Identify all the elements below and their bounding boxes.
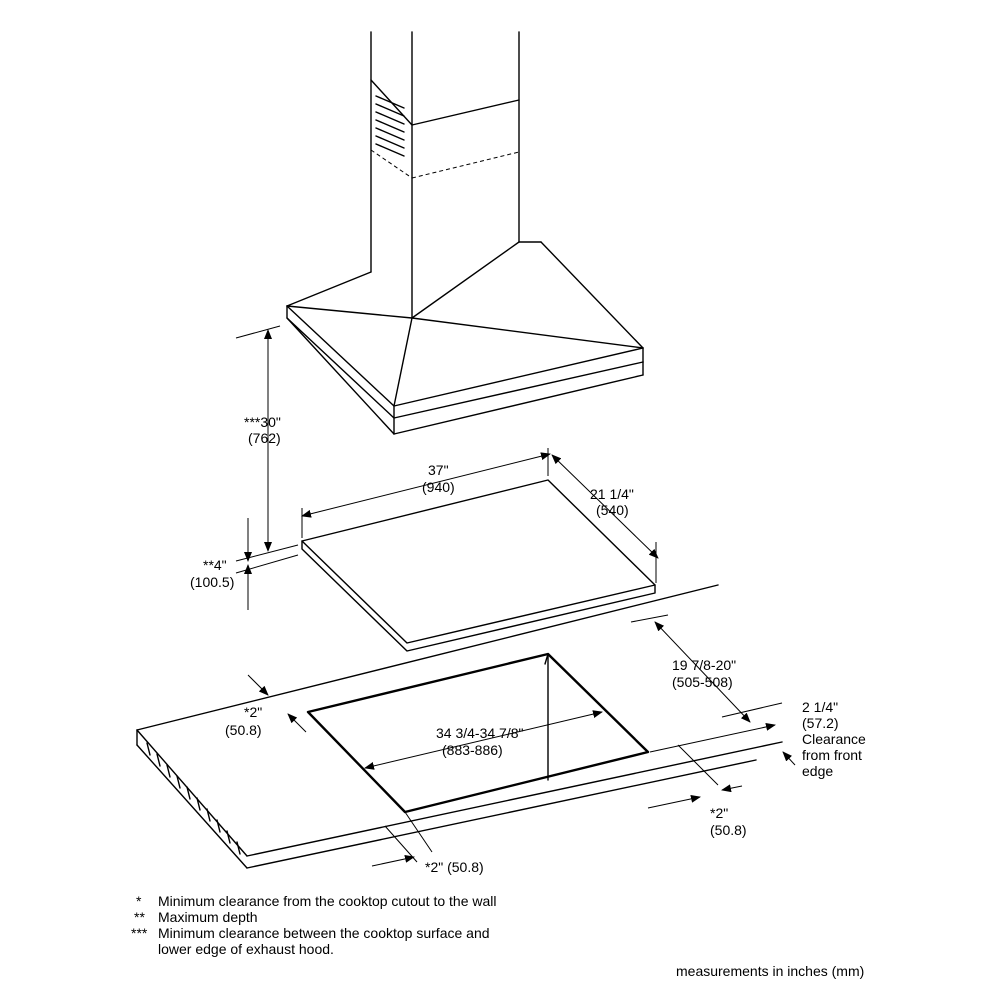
max-depth-metric: (100.5)	[190, 574, 234, 590]
front-edge-text-3: edge	[802, 763, 833, 779]
exhaust-hood	[286, 31, 644, 435]
cooktop-depth-label: 21 1/4"	[590, 486, 634, 502]
right-clearance-metric: (50.8)	[710, 822, 747, 838]
note-1-text: Minimum clearance from the cooktop cutou…	[158, 893, 497, 909]
note-2-mark: **	[134, 909, 145, 925]
countertop	[136, 584, 783, 869]
left-clearance-label: *2"	[244, 704, 262, 720]
right-clearance-label: *2"	[710, 805, 728, 821]
cooktop-width-label: 37"	[428, 462, 449, 478]
max-depth-label: **4"	[203, 557, 227, 573]
footnotes: * Minimum clearance from the cooktop cut…	[131, 893, 497, 957]
note-3-text-1: Minimum clearance between the cooktop su…	[158, 925, 490, 941]
hood-height-metric: (762)	[248, 430, 281, 446]
countertop-edge-texture	[146, 742, 241, 855]
units-caption: measurements in inches (mm)	[676, 963, 864, 979]
cutout-depth-metric: (505-508)	[672, 674, 733, 690]
cutout-depth-label: 19 7/8-20"	[672, 657, 736, 673]
vent-slots	[375, 95, 405, 157]
front-edge-text-1: Clearance	[802, 731, 866, 747]
note-3-mark: ***	[131, 925, 148, 941]
front-clearance-label: *2" (50.8)	[425, 859, 484, 875]
cooktop-cutout	[306, 652, 650, 814]
dimension-lines	[235, 325, 796, 867]
front-edge-text-2: from front	[802, 747, 862, 763]
left-clearance-metric: (50.8)	[225, 722, 262, 738]
cutout-width-metric: (883-886)	[442, 742, 503, 758]
cutout-width-label: 34 3/4-34 7/8"	[436, 725, 524, 741]
hood-height-label: ***30"	[244, 414, 281, 430]
note-2-text: Maximum depth	[158, 909, 258, 925]
cooktop-depth-metric: (540)	[596, 502, 629, 518]
note-3-text-2: lower edge of exhaust hood.	[158, 941, 334, 957]
note-1-mark: *	[136, 893, 142, 909]
front-edge-label: 2 1/4"	[802, 699, 838, 715]
cooktop-width-metric: (940)	[422, 479, 455, 495]
front-edge-metric: (57.2)	[802, 715, 839, 731]
